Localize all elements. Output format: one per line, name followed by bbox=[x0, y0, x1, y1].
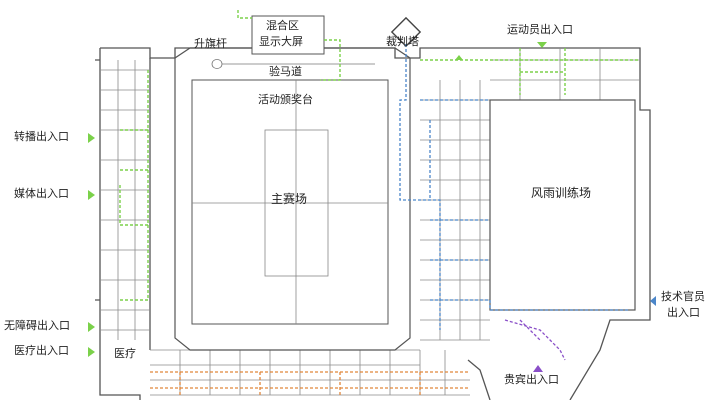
training-hall bbox=[489, 99, 636, 311]
zone-screen-line1: 混合区 bbox=[266, 19, 299, 32]
award-stage-label: 活动颁奖台 bbox=[258, 93, 313, 106]
purple-route bbox=[504, 319, 566, 361]
tech-officials-marker bbox=[650, 296, 656, 306]
left-rooms bbox=[100, 60, 470, 396]
referee-marker bbox=[455, 55, 463, 60]
display-screen-box bbox=[251, 15, 325, 55]
orange-route bbox=[150, 371, 470, 395]
medical-entrance-label: 医疗出入口 bbox=[14, 344, 69, 357]
tech-officials-label-line2: 出入口 bbox=[667, 306, 700, 319]
accessible-entrance-marker bbox=[88, 322, 95, 332]
medical-entrance-marker bbox=[88, 347, 95, 357]
athlete-entrance-marker bbox=[537, 42, 547, 48]
referee-tower-label: 裁判塔 bbox=[386, 35, 419, 48]
medical-room-label: 医疗 bbox=[114, 347, 136, 360]
media-entrance-marker bbox=[88, 190, 95, 200]
zone-screen-line2: 显示大屏 bbox=[259, 35, 303, 48]
media-entrance-label: 媒体出入口 bbox=[14, 187, 69, 200]
broadcast-entrance-marker bbox=[88, 133, 95, 143]
vip-entrance-label: 贵宾出入口 bbox=[504, 373, 559, 386]
referee-tower bbox=[390, 16, 422, 48]
green-route bbox=[119, 10, 640, 301]
main-arena-label: 主赛场 bbox=[271, 192, 308, 206]
athlete-entrance-label: 运动员出入口 bbox=[507, 23, 573, 36]
training-hall-label: 风雨训练场 bbox=[531, 186, 592, 200]
building-walls bbox=[95, 47, 651, 400]
horse-inspection-label: 验马道 bbox=[269, 65, 302, 78]
blue-route bbox=[399, 44, 630, 330]
flag-pole-label: 升旗杆 bbox=[194, 37, 227, 50]
broadcast-entrance-label: 转播出入口 bbox=[14, 130, 69, 143]
entrance-markers bbox=[88, 42, 656, 372]
accessible-entrance-label: 无障碍出入口 bbox=[4, 319, 70, 332]
vip-entrance-marker bbox=[533, 365, 543, 372]
tech-officials-label-line1: 技术官员 bbox=[661, 290, 705, 303]
